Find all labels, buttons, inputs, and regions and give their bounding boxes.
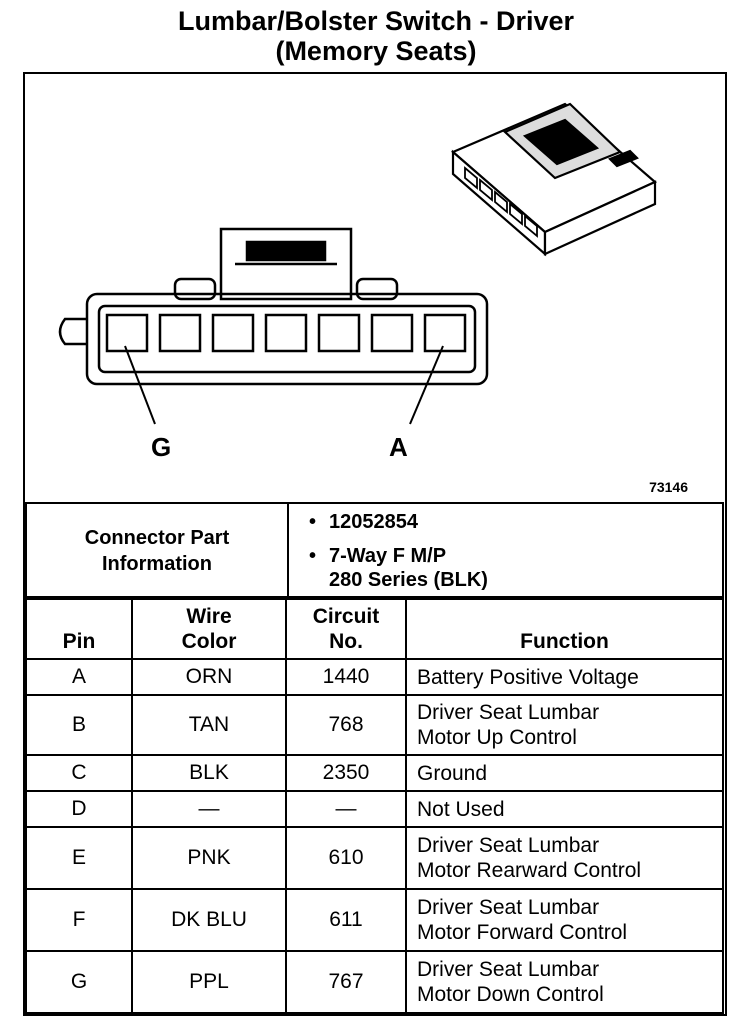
pin-label-a: A	[389, 432, 408, 462]
pin-cavities	[105, 313, 467, 353]
circuit-cell: 768	[285, 694, 407, 756]
connector-latch	[219, 227, 353, 301]
circuit-cell: 610	[285, 826, 407, 890]
connector-desc-1: 7-Way F M/P	[309, 544, 722, 568]
table-row: A ORN 1440 Battery Positive Voltage	[25, 658, 724, 696]
color-cell: TAN	[131, 694, 287, 756]
pin-cell: D	[25, 790, 133, 828]
color-cell: —	[131, 790, 287, 828]
connector-diagram: G A 73146	[25, 74, 724, 563]
function-cell: Ground	[405, 754, 724, 792]
pin-cell: G	[25, 950, 133, 1014]
pin-cell: F	[25, 888, 133, 952]
connector-drawing	[58, 102, 658, 563]
circuit-cell: 2350	[285, 754, 407, 792]
page-title: Lumbar/Bolster Switch - Driver (Memory S…	[0, 6, 752, 66]
title-line-1: Lumbar/Bolster Switch - Driver	[177, 6, 575, 36]
connector-isometric	[450, 102, 658, 563]
table-row: C BLK 2350 Ground	[25, 754, 724, 792]
circuit-cell: 1440	[285, 658, 407, 696]
connector-housing	[85, 292, 489, 386]
connector-frame: G A 73146 Connector Part Information 120…	[23, 72, 727, 1016]
circuit-cell: —	[285, 790, 407, 828]
function-cell: Battery Positive Voltage	[405, 658, 724, 696]
part-number: 12052854	[309, 510, 722, 534]
info-label-line-1: Connector Part	[84, 527, 230, 549]
color-cell: PNK	[131, 826, 287, 890]
color-cell: BLK	[131, 754, 287, 792]
connector-desc-2: 280 Series (BLK)	[329, 569, 488, 591]
latch-slot	[245, 240, 327, 262]
color-cell: PPL	[131, 950, 287, 1014]
color-cell: DK BLU	[131, 888, 287, 952]
pin-cell: E	[25, 826, 133, 890]
figure-id: 73146	[649, 479, 688, 495]
table-row: D — — Not Used	[25, 790, 724, 828]
info-label-line-2: Information	[102, 553, 212, 575]
pin-label-g: G	[151, 432, 172, 462]
pin-cell: B	[25, 694, 133, 756]
pin-cell: A	[25, 658, 133, 696]
color-cell: ORN	[131, 658, 287, 696]
connector-info-label: Connector Part Information	[25, 502, 289, 600]
title-line-2: (Memory Seats)	[275, 36, 477, 66]
pin-cell: C	[25, 754, 133, 792]
circuit-cell: 611	[285, 888, 407, 952]
header-function: Function	[405, 596, 724, 660]
connector-info-table: Connector Part Information 12052854 7-Wa…	[25, 502, 724, 600]
connector-info-values: 12052854 7-Way F M/P 280 Series (BLK)	[287, 502, 724, 600]
circuit-cell: 767	[285, 950, 407, 1014]
function-cell: Not Used	[405, 790, 724, 828]
header-pin: Pin	[25, 596, 133, 660]
